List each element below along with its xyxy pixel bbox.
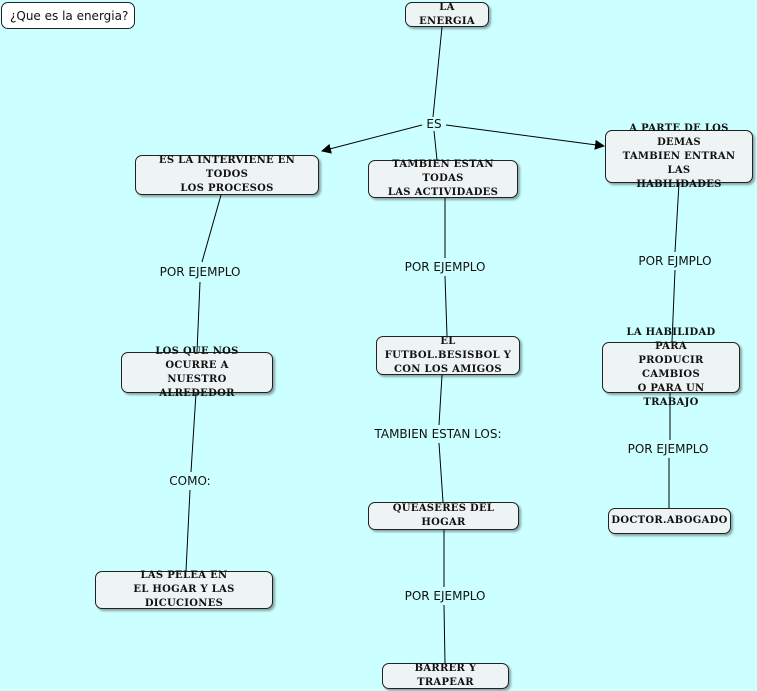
node-los-que-nos-ocurre[interactable]: LOS QUE NOS OCURRE A NUESTRO ALREDEDOR	[121, 346, 273, 399]
link-label-por-ejemplo: POR EJEMPLO	[625, 442, 711, 456]
link-label-por-ejemplo: POR EJEMPLO	[402, 589, 488, 603]
node-el-futbol[interactable]: EL FUTBOL.BESISBOL Y CON LOS AMIGOS	[376, 336, 520, 375]
link-label-como: COMO:	[167, 474, 213, 488]
link-porejemplo-barrer	[443, 604, 446, 664]
node-barrer-y-trapear[interactable]: BARRER Y TRAPEAR	[382, 663, 509, 689]
node-queaseres-del-hogar[interactable]: QUEASERES DEL HOGAR	[368, 502, 519, 530]
link-es-actividades	[433, 130, 438, 161]
link-energia-es	[432, 26, 443, 118]
link-label-por-ejmplo: POR EJMPLO	[636, 254, 714, 268]
map-title: ¿Que es la energia?	[1, 2, 135, 29]
node-es-la-interviene[interactable]: ES LA INTERVIENE EN TODOS LOS PROCESOS	[135, 155, 319, 195]
node-a-parte-de-los-demas[interactable]: A PARTE DE LOS DEMAS TAMBIEN ENTRAN LAS …	[605, 123, 753, 190]
link-porejemplo-ocurre	[196, 281, 201, 353]
link-porejmplo-habilidad	[671, 269, 676, 343]
link-habilidades-porejmplo	[674, 182, 680, 253]
link-tambien-queaseres	[438, 442, 444, 503]
link-es-interviene	[321, 124, 423, 154]
link-label-por-ejemplo: POR EJEMPLO	[157, 265, 243, 279]
node-tambien-estan-todas[interactable]: TAMBIEN ESTAN TODAS LAS ACTIVIDADES	[368, 159, 518, 198]
link-label-por-ejemplo: POR EJEMPLO	[402, 260, 488, 274]
node-la-habilidad-para[interactable]: LA HABILIDAD PARA PRODUCIR CAMBIOS O PAR…	[602, 327, 740, 408]
link-label-es: ES	[424, 117, 444, 131]
node-la-energia[interactable]: LA ENERGIA	[405, 2, 489, 27]
link-label-tambien-estan-los: TAMBIEN ESTAN LOS:	[372, 427, 504, 441]
node-doctor-abogado[interactable]: DOCTOR.ABOGADO	[608, 508, 731, 534]
link-interviene-porejemplo	[201, 194, 222, 263]
node-las-pelea[interactable]: LAS PELEA EN EL HOGAR Y LAS DICUCIONES	[95, 570, 273, 609]
link-es-habilidades	[445, 124, 605, 150]
link-como-pelea	[185, 489, 191, 572]
link-futbol-tambien	[438, 374, 443, 426]
link-ocurre-como	[190, 392, 197, 473]
link-porejemplo-futbol	[444, 275, 448, 337]
